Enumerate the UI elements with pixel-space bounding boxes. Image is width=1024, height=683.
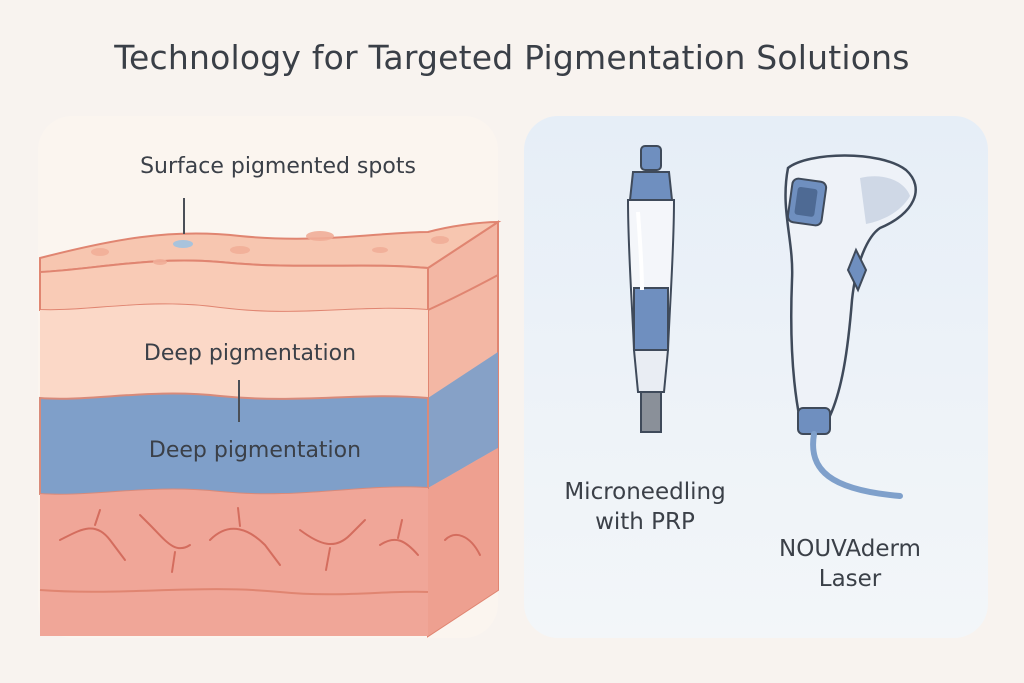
page-title: Technology for Targeted Pigmentation Sol… [114,38,910,77]
laser-line1: NOUVAderm [779,536,921,562]
surface-spots-label: Surface pigmented spots [140,154,416,179]
side-blue-band [428,352,498,488]
microneedling-line1: Microneedling [564,479,726,505]
deep-layer [40,487,428,636]
dermis-layer [40,304,428,399]
deep-pigmentation-blue-label: Deep pigmentation [148,438,362,463]
deep-pigmentation-label: Deep pigmentation [143,341,357,366]
laser-line2: Laser [818,566,882,592]
pigmented-spot [173,240,193,248]
microneedling-line2: with PRP [595,509,695,535]
microneedling-pen-icon [626,145,676,433]
blood-vessels [59,507,481,573]
surface-speckles [91,231,449,265]
laser-handpiece-icon [784,154,917,499]
microneedling-label: Microneedling with PRP [545,477,745,537]
laser-label: NOUVAderm Laser [750,534,950,594]
